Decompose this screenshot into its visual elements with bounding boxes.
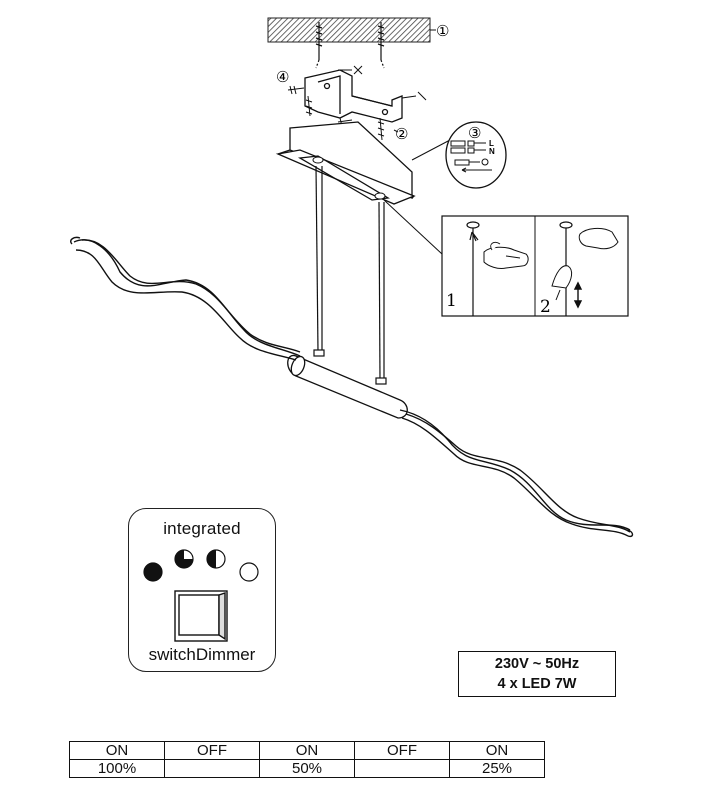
electrical-spec-box: 230V ~ 50Hz 4 x LED 7W [458,651,616,697]
brightness-full-icon [143,562,163,582]
ceiling-hatch [267,17,431,43]
wiring-leader-line [411,139,451,161]
wire-label-neutral: N [489,147,495,156]
brightness-half-icon [206,549,226,569]
suspension-cables [313,165,387,385]
ceiling-anchors [315,22,385,69]
table-cell: 100% [69,759,165,778]
rocker-switch-icon [174,590,228,642]
suspension-cable-detail-1 [466,221,480,316]
table-cell: OFF [354,741,450,760]
wiring-callout-circle [445,121,507,189]
table-cell: OFF [164,741,260,760]
spec-voltage: 230V ~ 50Hz [494,656,580,672]
dimming-sequence-table: ON OFF ON OFF ON 100% 50% 25% [69,741,545,778]
twisted-led-arms [70,236,634,538]
hand-press-icon [483,241,529,269]
suspension-cable-detail-2 [559,221,573,316]
table-cell: ON [259,741,355,760]
table-row-states: ON OFF ON OFF ON [69,741,545,760]
wire-label-live: L [489,139,494,148]
adjust-arrow-icon [573,281,583,309]
callout-2: ② [395,125,408,143]
switch-panel-title: integrated [163,519,241,538]
callout-1: ① [436,22,449,40]
switch-panel-subtitle: switchDimmer [148,645,256,664]
brightness-three-quarter-icon [174,549,194,569]
brightness-off-icon [239,562,259,582]
step-1-label: 1 [446,291,457,311]
table-cell: ON [69,741,165,760]
table-cell [354,759,450,778]
central-tube [287,354,408,419]
hand-pull-icon [551,227,619,301]
mounting-bracket [304,69,403,123]
terminal-block-icon [450,140,492,173]
callout-3: ③ [468,124,481,142]
bracket-screws [287,65,427,141]
callout-4: ④ [276,68,289,86]
switch-dimmer-panel: integrated switchDimmer [128,508,276,672]
spec-leds: 4 x LED 7W [497,676,577,692]
step-2-label: 2 [540,297,551,317]
table-row-levels: 100% 50% 25% [69,759,545,778]
detail-leader-line [383,199,443,255]
table-cell: ON [449,741,545,760]
table-cell: 25% [449,759,545,778]
ceiling-canopy [275,121,416,205]
table-cell [164,759,260,778]
canopy-fixing-points [312,156,386,200]
table-cell: 50% [259,759,355,778]
